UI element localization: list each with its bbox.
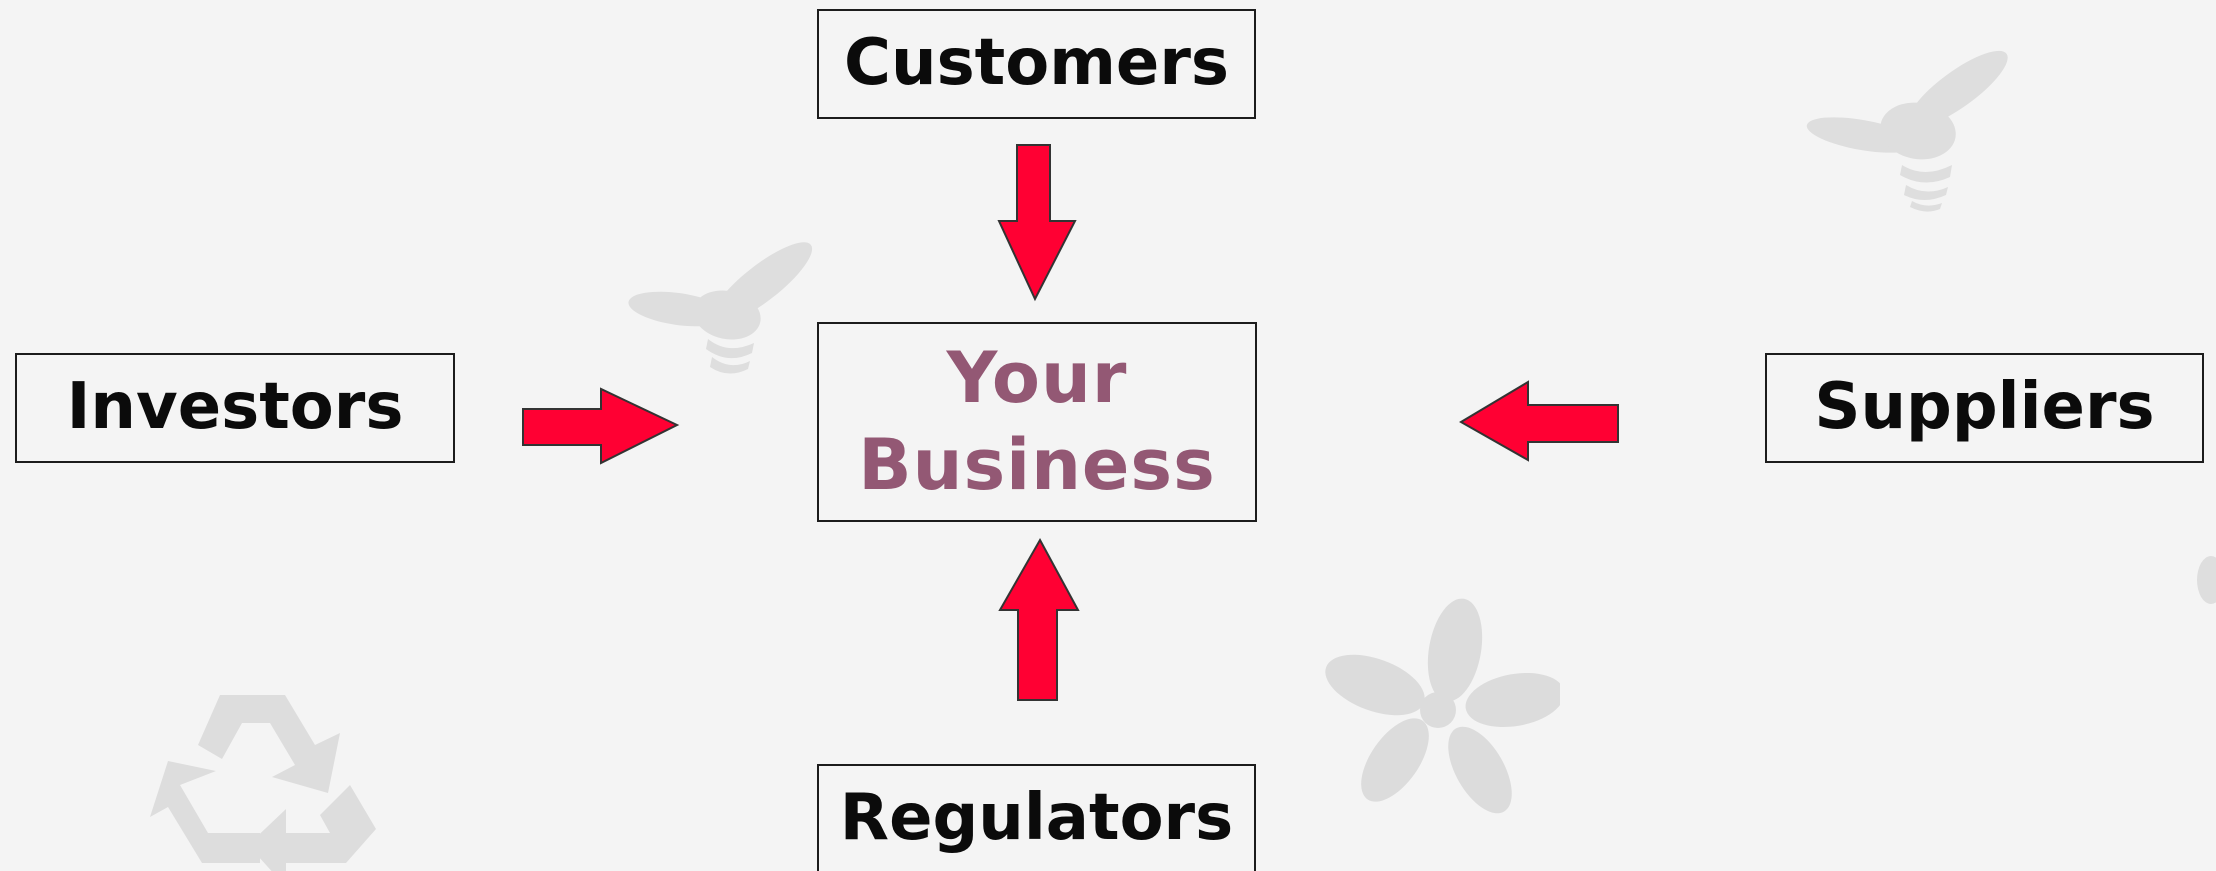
your-business-label-line2: Business (858, 424, 1216, 506)
suppliers-label: Suppliers (1814, 370, 2155, 445)
your-business-label-line1: Your (946, 337, 1128, 420)
arrow-customers-to-business (997, 144, 1077, 302)
arrow-investors-to-business (522, 387, 680, 465)
bee-icon (628, 242, 813, 374)
recycle-icon (150, 695, 376, 871)
your-business-box: Your Business (817, 322, 1257, 522)
investors-label: Investors (66, 370, 404, 445)
arrow-regulators-to-business (998, 537, 1080, 701)
flower-icon (1325, 598, 1560, 814)
customers-label: Customers (844, 26, 1229, 101)
bee-icon (1806, 50, 2008, 212)
arrow-suppliers-to-business (1459, 380, 1619, 462)
customers-box: Customers (817, 9, 1256, 119)
investors-box: Investors (15, 353, 455, 463)
suppliers-box: Suppliers (1765, 353, 2204, 463)
regulators-box: Regulators (817, 764, 1256, 871)
regulators-label: Regulators (839, 781, 1234, 856)
flower-icon (2197, 556, 2216, 604)
